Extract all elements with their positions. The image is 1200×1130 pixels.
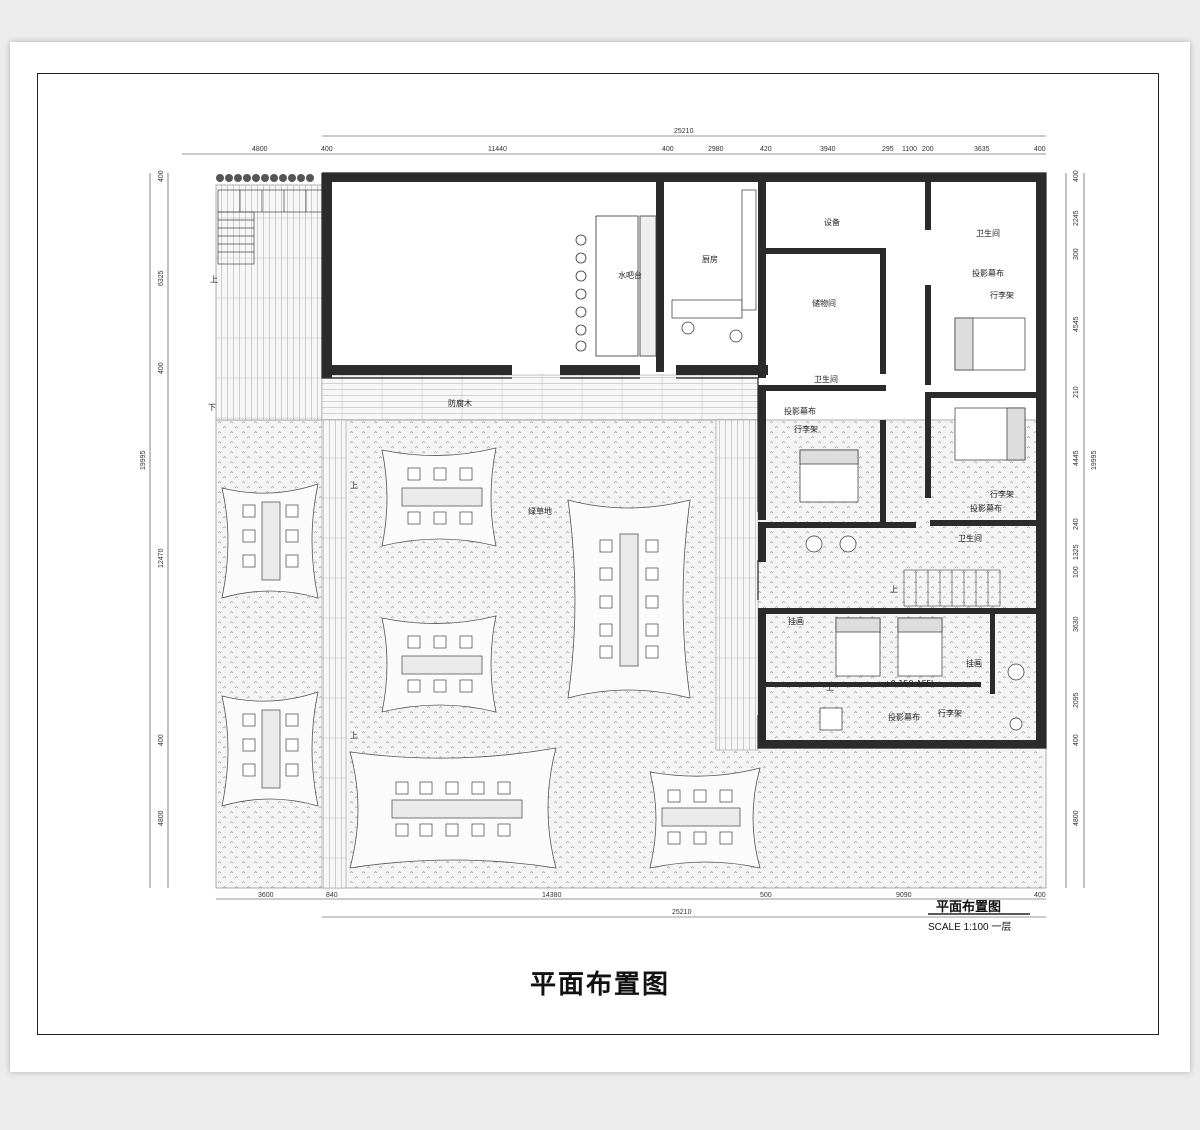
title-block-name: 平面布置图 (936, 899, 1001, 915)
label-screen-1: 投影幕布 (972, 268, 1004, 278)
dim-right-10: 3630 (1073, 616, 1080, 632)
label-luggage-2: 行李架 (794, 424, 818, 434)
dim-right-11: 2095 (1073, 692, 1080, 708)
deck-walkway (321, 374, 759, 889)
dim-bottom-total: 25210 (672, 909, 692, 916)
label-screen-2: 投影幕布 (784, 406, 816, 416)
label-up-2: 上 (350, 481, 358, 490)
dim-top-total: 25210 (674, 128, 694, 135)
dim-top-4: 400 (662, 146, 674, 153)
dim-right-8: 1325 (1073, 544, 1080, 560)
dim-left-total: 19995 (140, 450, 147, 470)
page-title: 平面布置图 (529, 970, 670, 1000)
label-up-3: 上 (350, 731, 358, 740)
dim-top-2: 400 (321, 146, 333, 153)
label-storage: 储物间 (812, 298, 836, 308)
dim-right-4: 4545 (1073, 316, 1080, 332)
dim-right-9: 100 (1073, 566, 1080, 578)
dim-top-7: 3940 (820, 146, 836, 153)
dim-top-9: 1100 (902, 146, 917, 153)
label-up-5: 上 (826, 683, 834, 692)
dim-bottom-5: 9090 (896, 892, 912, 899)
kitchen-fixtures (671, 189, 757, 343)
interior-stairs (903, 569, 1001, 607)
entry-stairs (217, 189, 323, 265)
dim-left-6: 4800 (158, 810, 165, 826)
dim-right-12: 400 (1073, 734, 1080, 746)
outdoor-chairs (242, 467, 733, 845)
label-up-4: 上 (890, 585, 898, 594)
dimension-lines (149, 135, 1085, 918)
dim-top-6: 420 (760, 146, 772, 153)
label-toilet-3: 卫生间 (958, 533, 982, 543)
label-toilet-2: 卫生间 (814, 374, 838, 384)
bed-furniture (799, 317, 1026, 731)
title-block: 平面布置图 SCALE 1:100 一层 (928, 899, 1030, 933)
label-luggage-3: 行李架 (990, 489, 1014, 499)
dim-right-1: 400 (1073, 170, 1080, 182)
label-luggage-4: 行李架 (938, 708, 962, 718)
title-block-scale: SCALE 1:100 一层 (928, 921, 1011, 933)
label-level: ±0.150 AFFL (884, 679, 936, 688)
dim-right-7: 240 (1073, 518, 1080, 530)
drawing-frame (37, 73, 1159, 1035)
label-kitchen: 厨房 (702, 254, 718, 264)
dim-bottom-6: 400 (1034, 892, 1046, 899)
label-luggage-1: 行李架 (990, 290, 1014, 300)
outdoor-tables (261, 487, 741, 827)
dim-top-3: 11440 (488, 146, 507, 153)
dim-bottom-1: 3600 (258, 892, 274, 899)
label-decking: 防腐木 (448, 398, 472, 408)
label-lawn: 绿草地 (528, 506, 552, 516)
dim-right-13: 4800 (1073, 810, 1080, 826)
dim-left-5: 400 (158, 734, 165, 746)
dim-top-8: 295 (882, 146, 894, 153)
label-equipment: 设备 (824, 217, 840, 227)
label-screen-4: 投影幕布 (888, 712, 920, 722)
dim-top-10: 200 (922, 146, 934, 153)
dim-top-11: 3635 (974, 146, 990, 153)
dim-top-12: 400 (1034, 146, 1046, 153)
dim-top-1: 4800 (252, 146, 268, 153)
dim-bottom-2: 840 (326, 892, 338, 899)
building-walls (321, 172, 1047, 749)
label-down: 下 (208, 403, 216, 412)
dim-top-5: 2980 (708, 146, 724, 153)
label-water-bar: 水吧台 (618, 270, 642, 280)
dim-left-3: 400 (158, 362, 165, 374)
label-screen-3: 投影幕布 (970, 503, 1002, 513)
dim-right-2: 2245 (1073, 210, 1080, 226)
label-painting-2: 挂画 (966, 658, 982, 668)
dim-right-6: 4445 (1073, 450, 1080, 466)
dim-right-5: 210 (1073, 386, 1080, 398)
hedge-plants (216, 174, 314, 182)
dim-left-2: 6325 (158, 270, 165, 286)
dim-left-4: 12470 (158, 548, 165, 568)
label-toilet-1: 卫生间 (976, 228, 1000, 238)
label-up-1: 上 (210, 275, 218, 284)
dim-right-3: 300 (1073, 248, 1080, 260)
label-painting-1: 挂画 (788, 616, 804, 626)
dim-bottom-4: 500 (760, 892, 772, 899)
dim-right-total: 19995 (1091, 450, 1098, 470)
water-bar-counter (575, 215, 657, 357)
dim-bottom-3: 14380 (542, 892, 562, 899)
dim-left-1: 400 (158, 170, 165, 182)
